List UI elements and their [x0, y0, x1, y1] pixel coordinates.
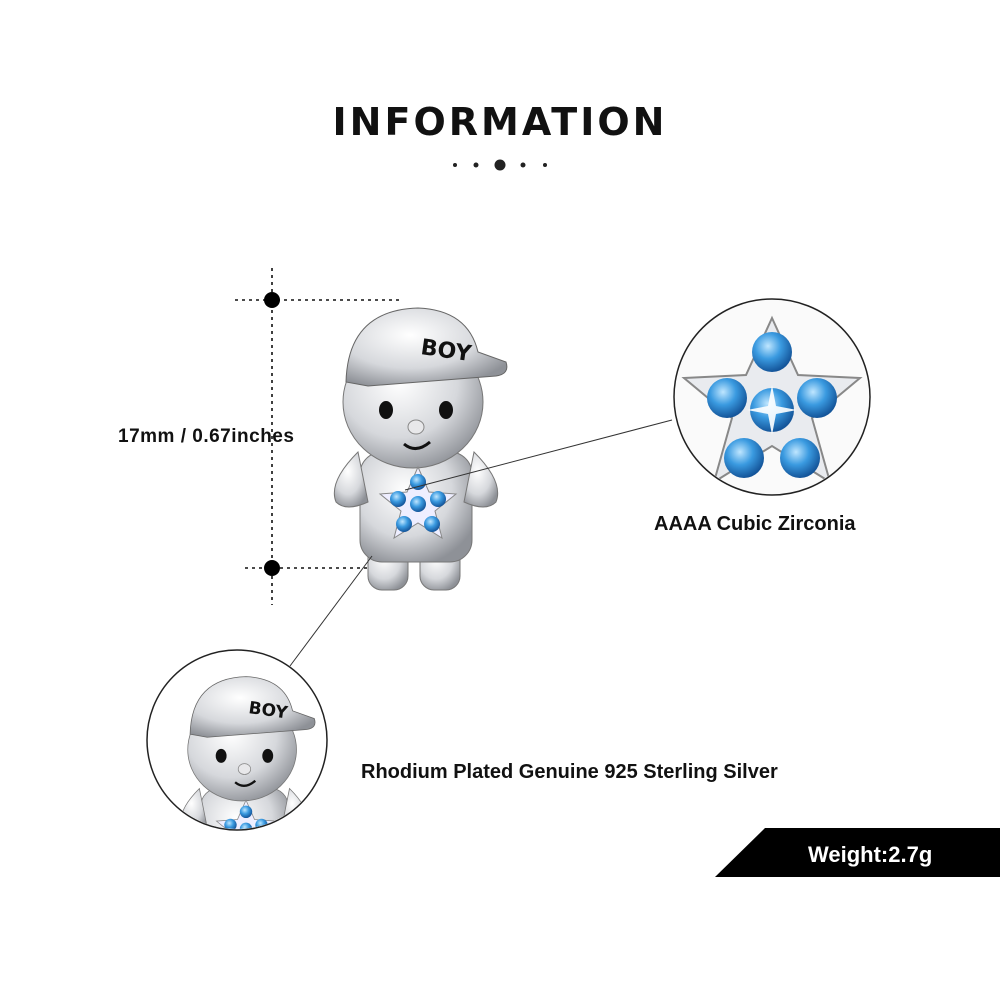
weight-label: Weight:2.7g	[808, 842, 933, 867]
dimension-marker	[235, 268, 400, 605]
callout-line-material	[289, 555, 373, 667]
dimension-top-dot	[264, 292, 280, 308]
stone-closeup	[673, 298, 871, 496]
title-dots-decoration	[453, 159, 547, 171]
dimension-label: 17mm / 0.67inches	[118, 426, 295, 447]
dimension-bottom-dot	[264, 560, 280, 576]
material-callout-label: Rhodium Plated Genuine 925 Sterling Silv…	[361, 761, 778, 783]
stone-callout-label: AAAA Cubic Zirconia	[654, 513, 856, 535]
callout-line-stone	[404, 419, 673, 491]
silver-closeup: BOY	[146, 649, 328, 831]
weight-banner	[715, 828, 1000, 877]
page-title: INFORMATION	[332, 100, 668, 144]
